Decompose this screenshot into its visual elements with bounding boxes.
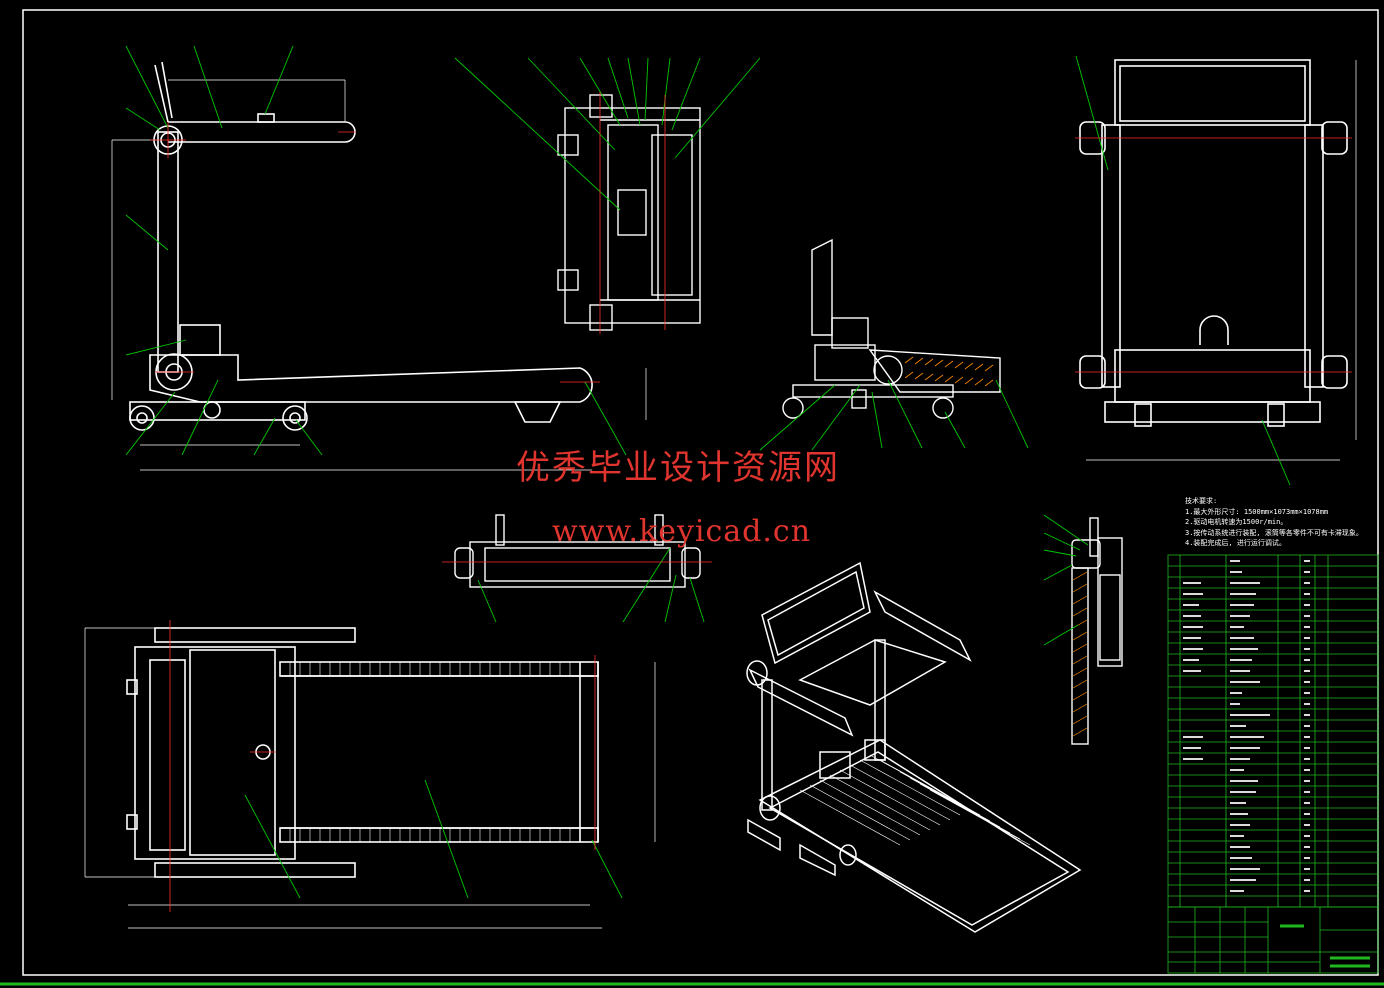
drive-detail-centerlines [599,92,666,334]
technical-note-1: 1.最大外形尺寸: 1500mm×1073mm×1078mm [1185,507,1329,516]
front-view-leaders [1075,55,1291,486]
top-view-centerlines [169,620,596,912]
technical-notes-title: 技术要求: [1185,497,1218,505]
side-view-dimensions [111,79,647,471]
front-view-dimensions [1086,60,1357,461]
parts-list-table [1167,554,1379,908]
parts-list-text-marks [1183,560,1310,892]
side-view-centerlines [150,122,600,383]
side-detail-hatch [1072,571,1088,737]
roller-detail-leaders [477,547,705,623]
section-view [782,238,1001,419]
technical-note-4: 4.装配完成后, 进行运行调试。 [1185,539,1286,547]
side-view [129,61,593,431]
top-view [126,627,599,878]
technical-notes: 技术要求: 1.最大外形尺寸: 1500mm×1073mm×1078mm 2.驱… [1185,496,1363,549]
front-view-centerlines [1075,137,1352,373]
top-view-dimensions [84,627,656,929]
isometric-view [746,561,1082,933]
top-view-belt-ticks [289,662,571,842]
watermark-url: www.keyicad.cn [552,514,812,549]
technical-note-2: 2.驱动电机转速为1500r/min。 [1185,518,1288,526]
section-view-leaders [759,379,1029,451]
title-block [1167,906,1379,974]
side-detail-view [1071,517,1123,745]
side-view-leaders [125,45,627,456]
drive-detail-view [557,94,701,331]
drawing-border [22,9,1379,976]
front-view [1079,59,1348,427]
roller-detail-view [454,514,701,588]
title-block-fills [1280,924,1370,968]
technical-note-3: 3.按传动系统进行装配, 滚筒等各零件不可有卡滞现象。 [1185,528,1363,537]
side-detail-leaders [1043,514,1089,646]
isometric-slats [799,754,1031,846]
section-hatch [904,356,994,387]
drive-detail-leaders [454,57,761,211]
top-view-leaders [244,779,623,899]
watermark-title: 优秀毕业设计资源网 [516,448,840,488]
